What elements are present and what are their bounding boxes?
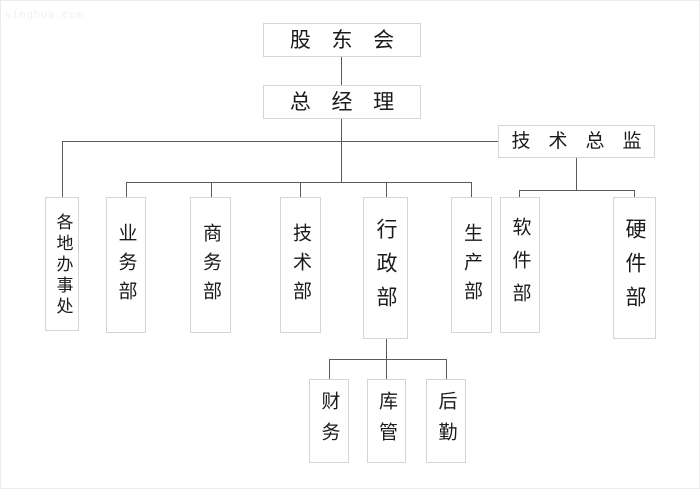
connector-dept-bus-to-commerce	[211, 182, 212, 197]
connector-cto-bus-to-software	[519, 190, 520, 197]
connector-cto-bus	[519, 190, 635, 191]
node-logistics-team[interactable]: 后勤	[426, 379, 466, 463]
connector-dept-bus	[126, 182, 471, 183]
watermark-text: singhua.com	[5, 8, 84, 21]
node-software-department[interactable]: 软件部	[500, 197, 540, 333]
connector-cto-stem	[576, 158, 577, 190]
node-finance-team[interactable]: 财务	[309, 379, 349, 463]
connector-admin-sub-bus	[329, 359, 446, 360]
node-shareholders[interactable]: 股 东 会	[263, 23, 421, 57]
connector-cto-bus-to-hardware	[634, 190, 635, 197]
connector-bus-to-dept-bus	[341, 141, 342, 182]
node-hardware-department[interactable]: 硬件部	[613, 197, 656, 339]
connector-shareholders-to-gm	[341, 56, 342, 85]
connector-admin-stem	[386, 339, 387, 359]
node-technology-department[interactable]: 技术部	[280, 197, 321, 333]
node-commerce-department[interactable]: 商务部	[190, 197, 231, 333]
connector-sub-bus-to-logistics	[446, 359, 447, 379]
node-general-manager[interactable]: 总 经 理	[263, 85, 421, 119]
node-warehouse-team[interactable]: 库管	[367, 379, 406, 463]
node-technical-director[interactable]: 技 术 总 监	[498, 125, 655, 158]
node-regional-offices[interactable]: 各地办事处	[45, 197, 79, 331]
connector-dept-bus-to-production	[471, 182, 472, 197]
connector-dept-bus-to-sales	[126, 182, 127, 197]
connector-sub-bus-to-finance	[329, 359, 330, 379]
connector-main-bus	[62, 141, 499, 142]
node-administration-department[interactable]: 行政部	[363, 197, 408, 339]
connector-gm-stem	[341, 118, 342, 141]
node-sales-department[interactable]: 业务部	[106, 197, 146, 333]
connector-dept-bus-to-tech	[300, 182, 301, 197]
node-production-department[interactable]: 生产部	[451, 197, 492, 333]
connector-sub-bus-to-warehouse	[386, 359, 387, 379]
connector-dept-bus-to-admin	[386, 182, 387, 197]
connector-bus-to-offices	[62, 141, 63, 197]
